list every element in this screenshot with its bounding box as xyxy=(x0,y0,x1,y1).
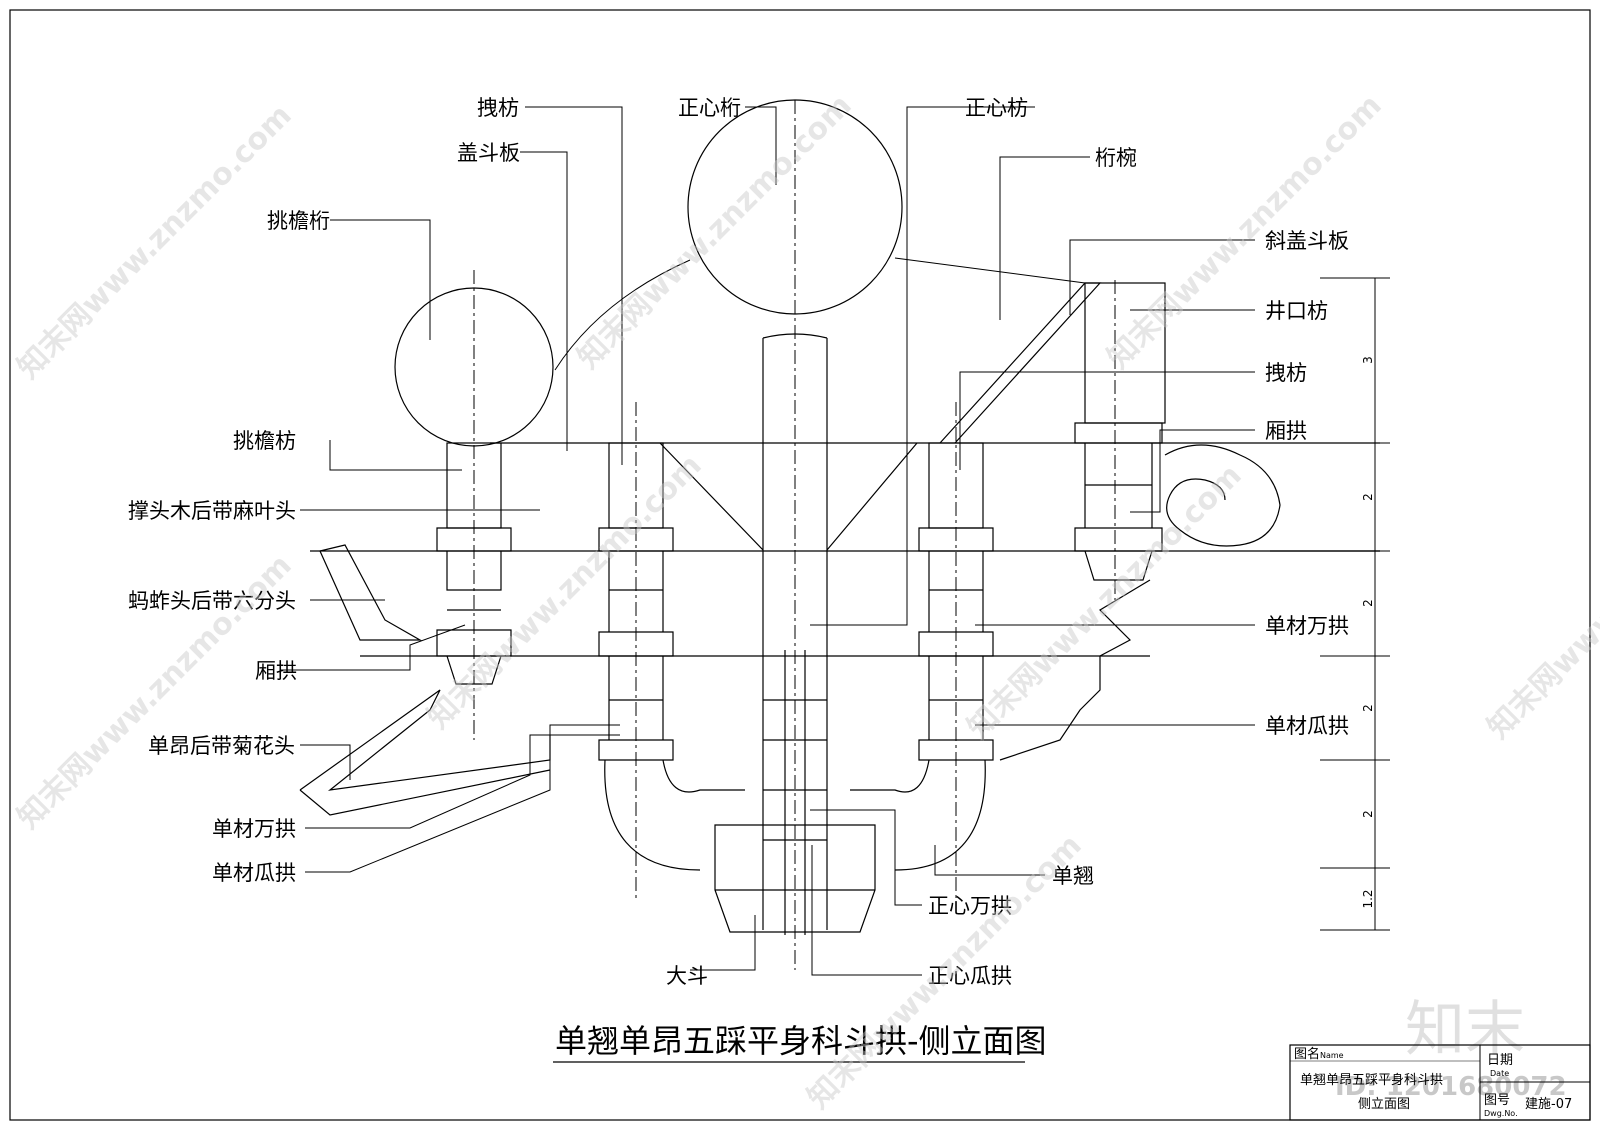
label-gaidouban: 盖斗板 xyxy=(457,141,520,165)
watermark-text-7: 知末网www.znzmo.com xyxy=(801,828,1089,1116)
danqiao-arms xyxy=(604,759,986,871)
stack-1 xyxy=(436,442,512,685)
dim-4: 2 xyxy=(1361,704,1375,712)
label-guagong-right: 单材瓜拱 xyxy=(1265,714,1349,738)
label-zx-guagong: 正心瓜拱 xyxy=(928,964,1012,988)
label-xianggong-left: 厢拱 xyxy=(255,659,297,683)
drawing-title: 单翘单昂五踩平身科斗拱-侧立面图 xyxy=(555,1022,1047,1060)
stack-4 xyxy=(918,442,994,761)
watermark-text-5: 知末网www.znzmo.com xyxy=(421,448,709,736)
tb-name-value-1: 单翘单昂五踩平身科斗拱 xyxy=(1300,1072,1443,1088)
label-wangong-left: 单材万拱 xyxy=(212,817,296,841)
dim-2: 2 xyxy=(1361,493,1375,501)
watermark-text-2: 知末网www.znzmo.com xyxy=(571,88,859,376)
dim-5: 2 xyxy=(1361,810,1375,818)
label-xiegaidouban: 斜盖斗板 xyxy=(1265,229,1349,253)
watermark-id: ID: 1201680072 xyxy=(1335,1072,1567,1102)
label-mazhatou: 蚂蚱头后带六分头 xyxy=(128,589,296,613)
label-danang: 单昂后带菊花头 xyxy=(148,734,295,758)
stack-5 xyxy=(1074,282,1166,581)
label-zhengxin-heng: 正心桁 xyxy=(678,96,741,120)
dim-6: 1.2 xyxy=(1361,889,1375,908)
label-tiaoyan-heng: 挑檐桁 xyxy=(267,209,330,233)
stack-2 xyxy=(598,442,674,761)
danqiao-inner xyxy=(662,759,930,793)
label-dadou: 大斗 xyxy=(666,964,708,988)
label-zhengxin-fang: 正心枋 xyxy=(965,96,1028,120)
tb-no-value: 建施-07 xyxy=(1525,1097,1572,1112)
brace-lines xyxy=(659,442,918,551)
watermark-logo: 知末 xyxy=(1405,995,1525,1065)
tb-no-label-en: Dwg.No. xyxy=(1484,1109,1518,1118)
tb-date-label-en: Date xyxy=(1490,1069,1509,1078)
tb-name-value-2: 侧立面图 xyxy=(1358,1097,1410,1112)
tb-date-label: 日期 xyxy=(1487,1053,1513,1068)
center-stack xyxy=(762,333,828,930)
tb-name-label: 图名 xyxy=(1294,1046,1320,1062)
label-wangong-right: 单材万拱 xyxy=(1265,614,1349,638)
label-xianggong-right: 厢拱 xyxy=(1265,419,1307,443)
dim-3: 2 xyxy=(1361,599,1375,607)
tb-name-label-en: Name xyxy=(1320,1051,1344,1060)
label-yefang-right: 拽枋 xyxy=(1265,361,1307,385)
watermark-text-1: 知末网www.znzmo.com xyxy=(11,98,299,386)
label-zx-wangong: 正心万拱 xyxy=(928,894,1012,918)
mazhatou-head xyxy=(319,544,423,641)
watermark-text-8: 知末网www.znzmo.com xyxy=(1481,458,1600,746)
slant-gaidouban xyxy=(939,282,1102,444)
label-chengtoumu: 撑头木后带麻叶头 xyxy=(128,499,296,523)
label-guagong-left: 单材瓜拱 xyxy=(212,861,296,885)
label-yefang-top: 拽枋 xyxy=(477,96,519,120)
label-hengwan: 桁椀 xyxy=(1095,146,1137,170)
label-danqiao: 单翘 xyxy=(1052,864,1094,888)
title-block: 图名 Name 单翘单昂五踩平身科斗拱 侧立面图 日期 Date 图号 Dwg.… xyxy=(1289,1044,1591,1121)
cloud-ornament xyxy=(999,444,1281,761)
dimension-chain: 3 2 2 2 2 1.2 xyxy=(1320,277,1390,931)
sheet-border xyxy=(9,9,1591,1121)
tb-no-label: 图号 xyxy=(1484,1093,1510,1108)
watermark-text-6: 知末网www.znzmo.com xyxy=(961,458,1249,746)
dim-1: 3 xyxy=(1361,356,1375,364)
label-tiaoyan-fang: 挑檐枋 xyxy=(233,429,296,453)
label-jingkoufang: 井口枋 xyxy=(1265,299,1328,323)
leader-lines xyxy=(280,106,1255,976)
